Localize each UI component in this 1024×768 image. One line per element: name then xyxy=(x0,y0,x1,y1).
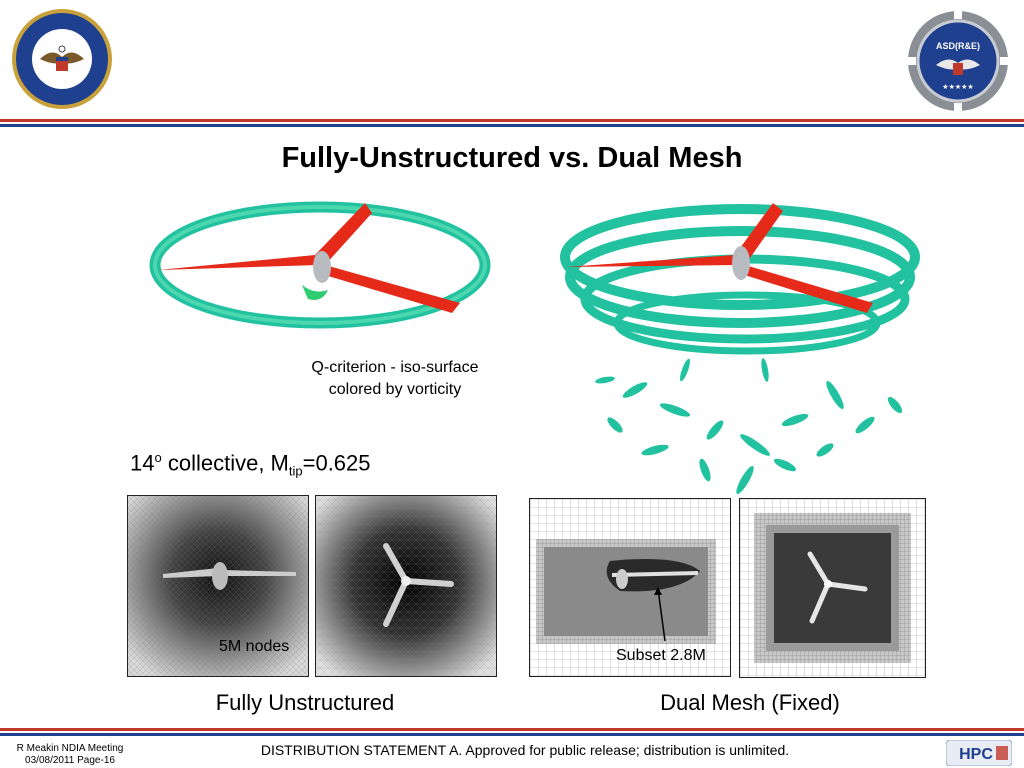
mesh-panel-unstructured-top xyxy=(315,495,497,677)
subset-label: Subset 2.8M xyxy=(616,647,706,664)
mesh-panel-unstructured-side xyxy=(127,495,309,677)
footer-date-page: 03/08/2011 Page-16 xyxy=(25,755,115,766)
label-dual-mesh: Dual Mesh (Fixed) xyxy=(660,690,840,715)
hpc-logo-icon: HPC xyxy=(946,740,1012,766)
footer-meeting-info: R Meakin NDIA Meeting 03/08/2011 Page-16 xyxy=(8,743,132,767)
distribution-statement: DISTRIBUTION STATEMENT A. Approved for p… xyxy=(260,742,790,758)
asd-rne-gear-icon: ASD(R&E) ★★★★★ xyxy=(906,9,1010,113)
footer-rule-blue xyxy=(0,733,1024,736)
nodes-label: 5M nodes xyxy=(219,638,290,655)
footer-rule-red xyxy=(0,728,1024,731)
header-rule-red xyxy=(0,119,1024,122)
caption-line-2: colored by vorticity xyxy=(328,381,462,398)
collective-label: 14o collective, Mtip=0.625 xyxy=(130,450,371,479)
dod-seal-icon xyxy=(12,9,112,109)
svg-text:★★★★★: ★★★★★ xyxy=(942,83,973,91)
header-rule-blue xyxy=(0,124,1024,127)
slide-title: Fully-Unstructured vs. Dual Mesh xyxy=(281,142,743,174)
footer-meeting: R Meakin NDIA Meeting xyxy=(16,743,124,754)
rotor-vortex-fully-unstructured xyxy=(149,201,491,329)
q-criterion-caption: Q-criterion - iso-surface colored by vor… xyxy=(270,357,520,401)
mesh-panel-dual-side xyxy=(529,498,731,677)
mesh-panel-dual-top xyxy=(739,498,926,678)
asd-logo-text: ASD(R&E) xyxy=(936,41,980,51)
label-fully-unstructured: Fully Unstructured xyxy=(215,690,395,715)
hpc-logo-text: HPC xyxy=(959,746,993,763)
caption-line-1: Q-criterion - iso-surface xyxy=(311,359,479,376)
rotor-vortex-dual-mesh xyxy=(560,203,920,494)
